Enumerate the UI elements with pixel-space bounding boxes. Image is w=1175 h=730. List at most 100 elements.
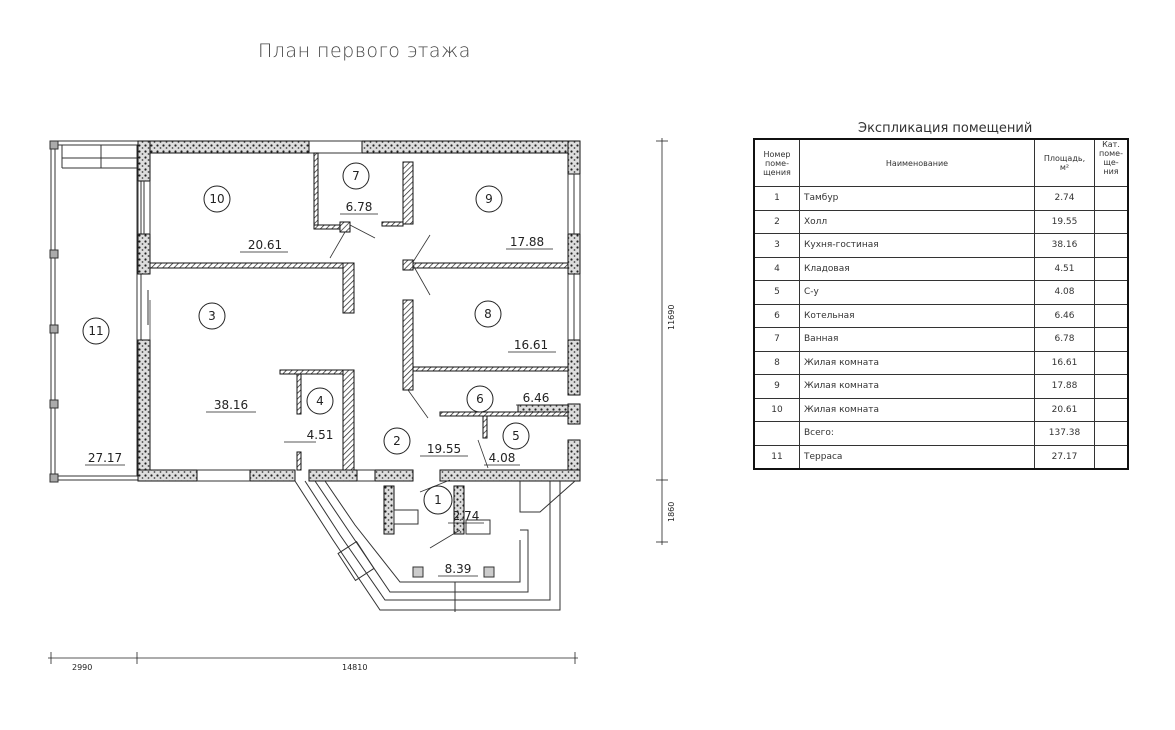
explication-title: Экспликация помещений	[858, 121, 1033, 136]
room-category-cell	[1093, 444, 1129, 470]
room-area: 27.17	[88, 451, 122, 465]
table-row: Всего:137.38	[753, 421, 1129, 446]
room-number: 2	[393, 434, 401, 448]
room-number: 7	[352, 169, 360, 183]
room-area-cell: 2.74	[1034, 186, 1095, 211]
room-category-cell	[1093, 256, 1129, 281]
room-category-cell	[1093, 209, 1129, 234]
room-name-cell: Жилая комната	[799, 374, 1035, 399]
room-area-cell: 19.55	[1034, 209, 1095, 234]
room-name-cell: Всего:	[799, 421, 1035, 446]
header-category: Кат. поме-ще-ния	[1093, 138, 1129, 187]
room-name-cell: Холл	[799, 209, 1035, 234]
room-category-cell	[1093, 303, 1129, 328]
room-name-cell: Терраса	[799, 444, 1035, 470]
room-area-cell: 20.61	[1034, 397, 1095, 422]
room-category-cell	[1093, 186, 1129, 211]
area-underlines	[85, 213, 556, 577]
room-area: 20.61	[248, 238, 282, 252]
room-area: 6.46	[523, 391, 550, 405]
room-number: 5	[512, 429, 520, 443]
room-number-cell: 11	[753, 444, 800, 470]
room-area: 38.16	[214, 398, 248, 412]
windows	[137, 140, 581, 482]
room-category-cell	[1093, 421, 1129, 446]
room-area-cell: 6.78	[1034, 327, 1095, 352]
room-area: 4.51	[307, 428, 334, 442]
drawing-title: План первого этажа	[258, 40, 471, 62]
room-number-cell: 8	[753, 350, 800, 375]
terrace	[49, 140, 142, 483]
room-number: 3	[208, 309, 216, 323]
room-number: 9	[485, 192, 493, 206]
room-number-cell: 9	[753, 374, 800, 399]
room-name-cell: Кладовая	[799, 256, 1035, 281]
explication-table: Номер поме-щения Наименование Площадь, м…	[753, 138, 1129, 470]
room-number-cell: 2	[753, 209, 800, 234]
header-area: Площадь, м²	[1034, 138, 1095, 187]
room-area: 2.74	[453, 509, 480, 523]
room-number-cell: 10	[753, 397, 800, 422]
room-name-cell: С-у	[799, 280, 1035, 305]
header-number: Номер поме-щения	[753, 138, 800, 187]
exterior-walls	[137, 140, 581, 535]
room-number-cell: 1	[753, 186, 800, 211]
room-number: 6	[476, 392, 484, 406]
room-number: 4	[316, 394, 324, 408]
room-number: 10	[209, 192, 224, 206]
room-area-cell: 27.17	[1034, 444, 1095, 470]
porch	[294, 480, 576, 612]
room-area: 6.78	[346, 200, 373, 214]
interior-walls	[149, 152, 569, 471]
room-area: 17.88	[510, 235, 544, 249]
room-area-cell: 4.51	[1034, 256, 1095, 281]
room-number-cell: 7	[753, 327, 800, 352]
room-number-cell: 5	[753, 280, 800, 305]
room-area-cell: 137.38	[1034, 421, 1095, 446]
room-area-cell: 17.88	[1034, 374, 1095, 399]
room-area-cell: 6.46	[1034, 303, 1095, 328]
room-numbers: 1 2 3 4 5 6 7 8 9 10 11	[88, 169, 519, 507]
room-name-cell: Жилая комната	[799, 350, 1035, 375]
room-name-cell: Кухня-гостиная	[799, 233, 1035, 258]
room-number: 1	[434, 493, 442, 507]
header-name: Наименование	[799, 138, 1035, 187]
room-area-cell: 4.08	[1034, 280, 1095, 305]
room-areas: 2.74 19.55 38.16 4.51 4.08 6.46 6.78 16.…	[88, 200, 550, 576]
room-number-cell: 6	[753, 303, 800, 328]
dimension-house-width: 14810	[342, 663, 367, 672]
room-category-cell	[1093, 280, 1129, 305]
room-category-cell	[1093, 233, 1129, 258]
room-name-cell: Жилая комната	[799, 397, 1035, 422]
room-number-cell: 4	[753, 256, 800, 281]
room-area: 4.08	[489, 451, 516, 465]
dimension-house-depth: 11690	[667, 305, 676, 330]
porch-area: 8.39	[445, 562, 472, 576]
room-category-cell	[1093, 397, 1129, 422]
room-name-cell: Тамбур	[799, 186, 1035, 211]
room-number-cell	[753, 421, 800, 446]
room-area-cell: 38.16	[1034, 233, 1095, 258]
dimension-porch-depth: 1860	[667, 502, 676, 522]
table-header: Номер поме-щения Наименование Площадь, м…	[753, 138, 1129, 187]
room-area-cell: 16.61	[1034, 350, 1095, 375]
dimension-lines	[48, 138, 668, 664]
room-name-cell: Котельная	[799, 303, 1035, 328]
room-number: 8	[484, 307, 492, 321]
room-name-cell: Ванная	[799, 327, 1035, 352]
room-category-cell	[1093, 350, 1129, 375]
room-number-cell: 3	[753, 233, 800, 258]
dimension-terrace-width: 2990	[72, 663, 92, 672]
room-markers	[82, 162, 530, 515]
room-area: 19.55	[427, 442, 461, 456]
room-category-cell	[1093, 327, 1129, 352]
